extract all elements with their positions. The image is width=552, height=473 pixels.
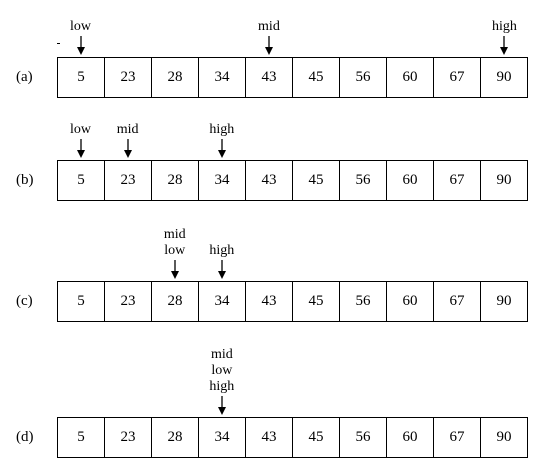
down-arrow-icon xyxy=(76,139,85,158)
array-cell: 34 xyxy=(199,58,246,97)
down-arrow-icon xyxy=(123,139,132,158)
pointer-label: mid xyxy=(116,122,139,137)
array-cell: 60 xyxy=(387,282,434,321)
stray-mark xyxy=(57,43,60,44)
row-label: (c) xyxy=(16,293,33,309)
array-cell: 60 xyxy=(387,161,434,200)
down-arrow-icon xyxy=(217,260,226,279)
pointer-label: mid xyxy=(210,347,233,362)
array-cell: 90 xyxy=(496,293,512,309)
down-arrow-icon xyxy=(500,36,509,55)
array-cell: 43 xyxy=(246,161,293,200)
array-cell: 60 xyxy=(387,58,434,97)
pointer: high xyxy=(192,243,252,279)
array-cell: 56 xyxy=(340,58,387,97)
array-cell: 67 xyxy=(434,418,481,457)
row-label: (b) xyxy=(16,172,34,188)
array-cell: 23 xyxy=(105,418,152,457)
array-cell: 43 xyxy=(246,418,293,457)
array-cell: 23 xyxy=(105,161,152,200)
array-cell: 56 xyxy=(340,418,387,457)
pointer-label: high xyxy=(209,243,235,258)
array-cell: 34 xyxy=(199,282,246,321)
array-cell: 34 xyxy=(199,418,246,457)
array-cell: 67 xyxy=(434,282,481,321)
pointer-label: low xyxy=(70,19,92,34)
array-cell: 28 xyxy=(152,282,199,321)
pointer-label: high xyxy=(209,122,235,137)
array-cell: 43 xyxy=(246,58,293,97)
array-cell: 28 xyxy=(152,418,199,457)
array-cell: 28 xyxy=(152,58,199,97)
array-cell: 5 xyxy=(58,282,105,321)
down-arrow-icon xyxy=(264,36,273,55)
row-label: (d) xyxy=(16,429,34,445)
pointer-label: high xyxy=(209,379,235,394)
array-cell: 56 xyxy=(340,282,387,321)
pointer-label: mid xyxy=(258,19,280,34)
array-cell: 56 xyxy=(340,161,387,200)
array-cell: 90 xyxy=(496,172,512,188)
down-arrow-icon xyxy=(76,36,85,55)
array-cell: 23 xyxy=(105,282,152,321)
pointer-label: low xyxy=(70,122,92,137)
row-label: (a) xyxy=(16,69,33,85)
pointer: mid xyxy=(239,19,299,55)
down-arrow-icon xyxy=(217,396,226,415)
array-cell: 67 xyxy=(434,161,481,200)
array-cell: 23 xyxy=(105,58,152,97)
array-cell: 45 xyxy=(293,282,340,321)
array-cell: 67 xyxy=(434,58,481,97)
array-cell: 5 xyxy=(58,161,105,200)
array-cell: 43 xyxy=(246,282,293,321)
pointer: low xyxy=(51,19,111,55)
down-arrow-icon xyxy=(217,139,226,158)
pointer: high xyxy=(192,122,252,158)
array-cell: 60 xyxy=(387,418,434,457)
pointer: low xyxy=(51,122,111,158)
array-cell: 5 xyxy=(58,58,105,97)
array-cell: 90 xyxy=(496,429,512,445)
down-arrow-icon xyxy=(170,260,179,279)
pointer-label: low xyxy=(164,243,186,258)
pointer-label: mid xyxy=(163,227,186,242)
array-cell: 45 xyxy=(293,58,340,97)
pointer: mid xyxy=(98,122,158,158)
pointer-label: high xyxy=(491,19,517,34)
array-cell: 90 xyxy=(496,69,512,85)
array-cell: 5 xyxy=(58,418,105,457)
array-cell: 45 xyxy=(293,418,340,457)
pointer-label: low xyxy=(211,363,233,378)
pointer: high xyxy=(474,19,534,55)
array-cell: 45 xyxy=(293,161,340,200)
array-cell: 28 xyxy=(152,161,199,200)
array-cell: 34 xyxy=(199,161,246,200)
